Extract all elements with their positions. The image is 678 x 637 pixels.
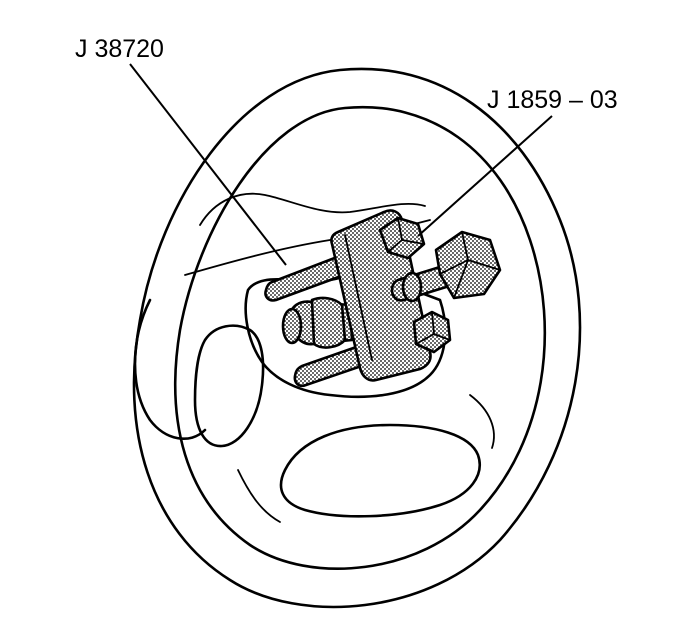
upper-bolt-hex-face xyxy=(387,217,425,253)
forcing-screw-hex-head xyxy=(434,230,502,300)
center-shaft-end xyxy=(281,307,303,345)
rim-right-inner-line xyxy=(469,394,495,449)
rim-left-bulge xyxy=(133,298,207,440)
forcing-screw-hex-face xyxy=(439,231,501,299)
spoke-opening-left xyxy=(193,324,265,448)
steering-wheel-rim-inner xyxy=(174,105,547,570)
callout-label-remover: J 1859 – 03 xyxy=(487,86,618,114)
callout-leader-remover xyxy=(417,115,553,237)
hub-upper-contour xyxy=(199,192,426,226)
rim-lower-left-line xyxy=(237,469,281,523)
puller-crossbar-edge xyxy=(344,234,373,361)
forcing-screw-collar xyxy=(401,271,423,303)
spoke-opening-bottom xyxy=(279,423,481,518)
callout-label-puller: J 38720 xyxy=(75,35,164,63)
lower-bolt-hex-face xyxy=(415,311,451,345)
steering-wheel-rim-outer xyxy=(132,67,582,609)
center-shaft-collar xyxy=(310,296,347,349)
callout-leader-puller xyxy=(129,63,287,266)
